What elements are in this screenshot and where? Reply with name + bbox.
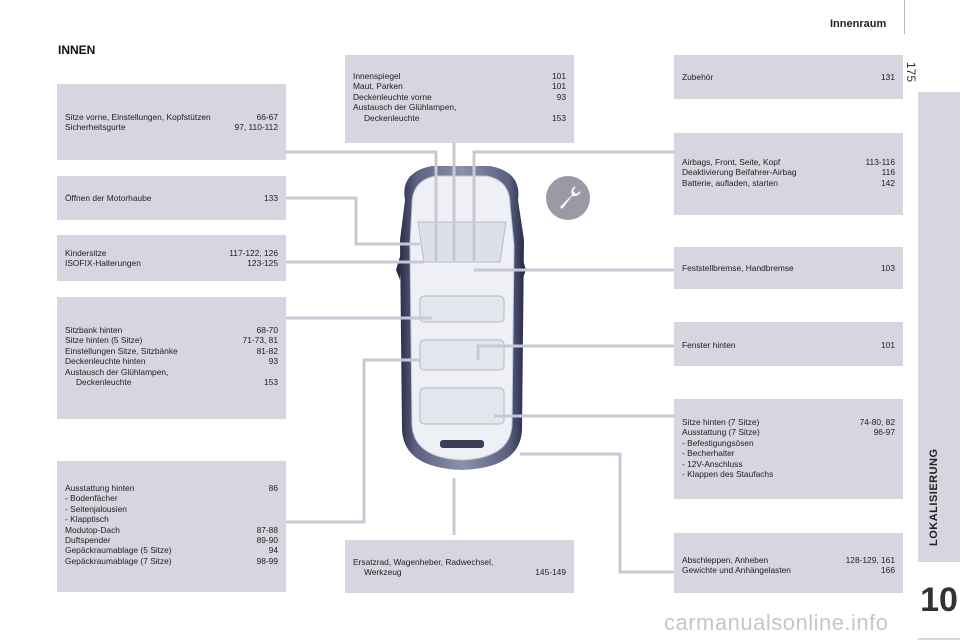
header-divider (904, 0, 905, 34)
index-row: - Klappen des Staufachs (682, 469, 774, 480)
index-row: Gepäckraumablage (7 Sitze)98-99 (65, 555, 278, 566)
index-row: Gepäckraumablage (5 Sitze)94 (65, 545, 278, 556)
box-spare-wheel: Ersatzrad, Wagenheber, Radwechsel, Werkz… (345, 540, 574, 593)
chapter-side-tab: LOKALISIERUNG 10 (918, 92, 960, 640)
index-row: - Becherhalter (682, 448, 735, 459)
watermark-text: carmanualsonline.info (664, 610, 889, 635)
box-rear-seats-7: Sitze hinten (7 Sitze)74-80, 82 Ausstatt… (674, 399, 903, 499)
index-row: - Klapptisch (65, 514, 109, 525)
index-row: Sitze hinten (5 Sitze)71-73, 81 (65, 335, 278, 346)
wrench-icon (546, 176, 590, 220)
index-row: - Befestigungsösen (682, 437, 754, 448)
index-row: Ausstattung (7 Sitze)96-97 (682, 427, 895, 438)
index-row: Austausch der Glühlampen, (353, 102, 457, 113)
index-row: Ersatzrad, Wagenheber, Radwechsel, (353, 557, 494, 567)
chapter-number-box: 10 (918, 562, 960, 638)
leader-lines (286, 143, 674, 574)
index-row: - 12V-Anschluss (682, 458, 743, 469)
index-row: - Seitenjalousien (65, 503, 127, 514)
index-row: Austausch der Glühlampen, (65, 366, 169, 377)
chapter-number: 10 (920, 580, 958, 619)
index-row: - Bodenfächer (65, 493, 118, 504)
index-row: Sitze hinten (7 Sitze)74-80, 82 (682, 417, 895, 427)
page-header-title: Innenraum (830, 18, 887, 30)
section-title: INNEN (58, 43, 96, 57)
